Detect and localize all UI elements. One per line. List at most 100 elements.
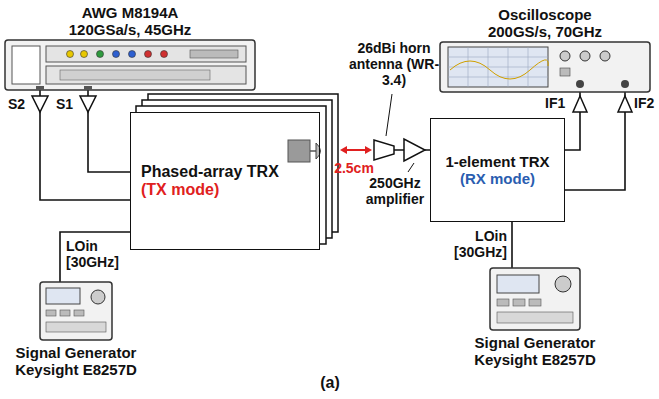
node-subtitle: (TX mode) [141, 181, 279, 199]
rect-shape [46, 66, 246, 84]
text-group: 1-element TRX(RX mode) [445, 153, 549, 188]
signal-wire [511, 222, 513, 268]
text-group: Signal Generator Keysight E8257D [460, 334, 610, 369]
path-shape [386, 94, 392, 136]
horn-antenna [374, 140, 404, 160]
text-group: Signal Generator Keysight E8257D [9, 344, 144, 379]
node-subtitle: (RX mode) [445, 170, 549, 187]
rect-shape [497, 299, 509, 306]
signal-name: IF2 [634, 95, 658, 111]
antenna-label: 26dBi horn antenna (WR-3.4) [348, 40, 440, 88]
signal-generator-left [40, 282, 112, 340]
circle-shape [580, 51, 590, 61]
rect-shape [74, 310, 84, 316]
rect-shape [560, 68, 570, 76]
path-shape [345, 149, 367, 151]
polygon-shape [80, 96, 96, 112]
rect-shape [12, 46, 40, 84]
signal-name: S2 [8, 96, 32, 112]
signal-name: IF1 [545, 95, 571, 111]
rect-shape [288, 140, 310, 162]
signal-generator-box: Signal Generator Keysight E8257D [40, 282, 112, 340]
rect-shape [448, 47, 548, 87]
polygon-shape [374, 140, 394, 160]
rect-shape [529, 299, 541, 306]
signal-generator-box: Signal Generator Keysight E8257D [490, 268, 580, 330]
path-shape [310, 150, 316, 152]
awg-instrument-box: AWG M8194A120GSa/s, 45GHz [5, 40, 255, 90]
circle-shape [555, 276, 571, 292]
path-shape [394, 149, 404, 151]
node-title: 1-element TRX [445, 153, 549, 170]
rect-shape [36, 86, 44, 90]
node-title: Signal Generator Keysight E8257D [460, 334, 610, 369]
rect-shape [497, 275, 539, 293]
path-shape [450, 60, 548, 79]
chip-antenna [288, 140, 321, 162]
rect-shape [490, 268, 580, 330]
polygon-shape [32, 96, 48, 112]
rect-shape [440, 42, 650, 92]
path-shape [340, 146, 347, 154]
signal-wire [88, 90, 130, 172]
distance-label: 2.5cm [333, 160, 375, 176]
polygon-shape [618, 96, 632, 112]
signal-name: LOin [30GHz] [66, 238, 129, 270]
polygon-shape [573, 96, 587, 112]
node-title: Signal Generator Keysight E8257D [9, 344, 144, 379]
text-group: AWG M8194A120GSa/s, 45GHz [5, 4, 255, 39]
rect-shape [46, 310, 56, 316]
oscilloscope-instrument [440, 42, 650, 92]
circle-shape [145, 51, 152, 58]
path-shape [365, 146, 372, 154]
rect-shape [60, 70, 210, 80]
process-box: Phased-array TRX(TX mode) [130, 112, 320, 250]
node-subtitle: 120GSa/s, 45GHz [5, 21, 255, 38]
circle-shape [600, 51, 610, 61]
buffer-symbols [32, 96, 632, 112]
node-title: Phased-array TRX [141, 163, 279, 181]
rect-shape [190, 50, 238, 58]
process-box: 1-element TRX(RX mode) [430, 118, 565, 222]
signal-name: S1 [56, 96, 80, 112]
circle-shape [621, 80, 629, 88]
awg-instrument [5, 40, 255, 90]
leader-lines [386, 94, 414, 172]
rect-shape [497, 312, 573, 323]
node-subtitle: 200GS/s, 70GHz [440, 23, 650, 40]
circle-shape [560, 51, 570, 61]
text-group: Oscilloscope200GS/s, 70GHz [440, 6, 650, 41]
node-title: Oscilloscope [440, 6, 650, 23]
phased-array-stack [130, 94, 338, 250]
rect-shape [513, 299, 525, 306]
signal-wire [40, 90, 130, 200]
rect-shape [84, 86, 92, 90]
path-shape [448, 47, 548, 87]
circle-shape [576, 80, 584, 88]
rect-shape [40, 282, 112, 340]
signal-generator-right [490, 268, 580, 330]
circle-shape [81, 51, 88, 58]
rect-shape [130, 112, 320, 250]
circle-shape [97, 51, 104, 58]
rect-shape [60, 310, 70, 316]
circle-shape [91, 290, 105, 304]
path-shape [408, 163, 414, 172]
figure-tag: (a) [310, 374, 350, 392]
polygon-shape [404, 139, 425, 161]
rect-shape [5, 40, 255, 90]
distance-arrow [340, 146, 372, 154]
circle-shape [67, 51, 74, 58]
amplifier-symbol [404, 139, 430, 161]
rect-shape [46, 46, 246, 62]
amplifier-label: 250GHz amplifier [362, 175, 428, 207]
circle-shape [161, 51, 168, 58]
signal-name: LOin [30GHz] [440, 228, 507, 260]
oscilloscope-box: Oscilloscope200GS/s, 70GHz [440, 42, 650, 92]
circle-shape [113, 51, 120, 58]
signal-wire [60, 232, 130, 282]
text-group: Phased-array TRX(TX mode) [141, 163, 279, 200]
rect-shape [46, 288, 80, 304]
rect-shape [46, 322, 106, 332]
